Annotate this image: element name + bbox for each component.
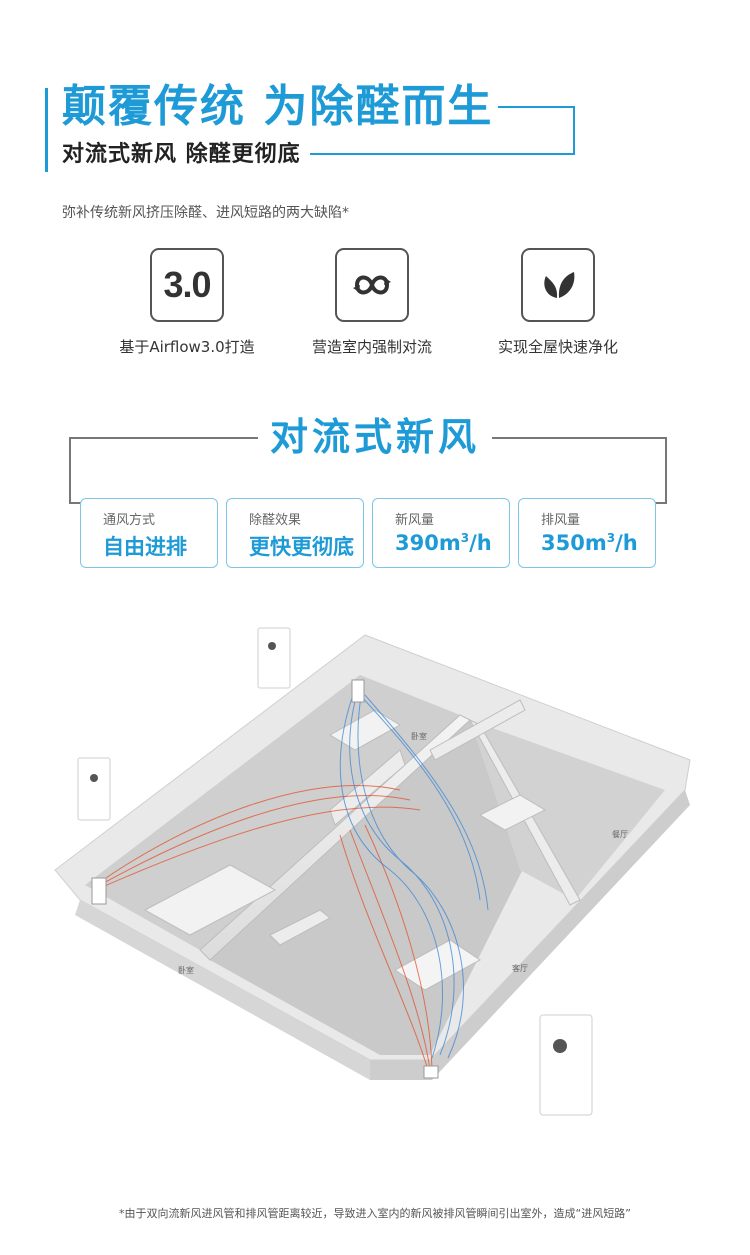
spec-card-ventilation: 通风方式 自由进排 [80, 498, 218, 568]
spec-label: 通风方式 [103, 513, 156, 528]
floorplan-illustration: 卧室 卧室 餐厅 客厅 [54, 627, 691, 1116]
room-label: 客厅 [512, 963, 528, 973]
spec-card-fresh-air: 新风量 390m3/h [372, 498, 510, 568]
spec-value: 350m3/h [541, 531, 638, 555]
air-unit [77, 757, 111, 821]
room-label: 卧室 [411, 731, 427, 741]
room-label: 餐厅 [612, 830, 628, 839]
feature-airflow: 3.0 基于Airflow3.0打造 [87, 248, 287, 357]
header-accent-line [45, 88, 48, 172]
page-subtitle: 对流式新风 除醛更彻底 [62, 142, 301, 167]
leaf-icon [521, 248, 595, 322]
number-3-icon: 3.0 [150, 248, 224, 322]
feature-convection: 营造室内强制对流 [272, 248, 472, 357]
spec-value: 更快更彻底 [249, 535, 354, 559]
room-label: 卧室 [178, 965, 194, 975]
convection-frame [69, 437, 667, 504]
air-unit [539, 1014, 593, 1116]
feature-purify: 实现全屋快速净化 [458, 248, 658, 357]
spec-value: 自由进排 [103, 535, 187, 559]
description-text: 弥补传统新风挤压除醛、进风短路的两大缺陷* [62, 205, 349, 221]
header-frame [310, 106, 575, 155]
section-title: 对流式新风 [269, 415, 480, 459]
spec-card-effect: 除醛效果 更快更彻底 [226, 498, 364, 568]
exhaust-airflow [339, 689, 489, 1059]
feature-label: 基于Airflow3.0打造 [119, 338, 255, 356]
spec-label: 除醛效果 [249, 513, 302, 528]
footnote: *由于双向流新风进风管和排风管距离较近，导致进入室内的新风被排风管瞬间引出室外，… [119, 1207, 631, 1220]
spec-card-exhaust: 排风量 350m3/h [518, 498, 656, 568]
convection-loop-icon [335, 248, 409, 322]
spec-label: 排风量 [541, 513, 581, 528]
feature-label: 营造室内强制对流 [311, 338, 432, 356]
spec-value: 390m3/h [395, 531, 492, 555]
page-title: 颠覆传统 为除醛而生 [62, 81, 494, 132]
feature-label: 实现全屋快速净化 [497, 338, 618, 356]
spec-label: 新风量 [395, 513, 435, 528]
air-unit [257, 627, 291, 689]
wall-unit-small [91, 679, 439, 1079]
